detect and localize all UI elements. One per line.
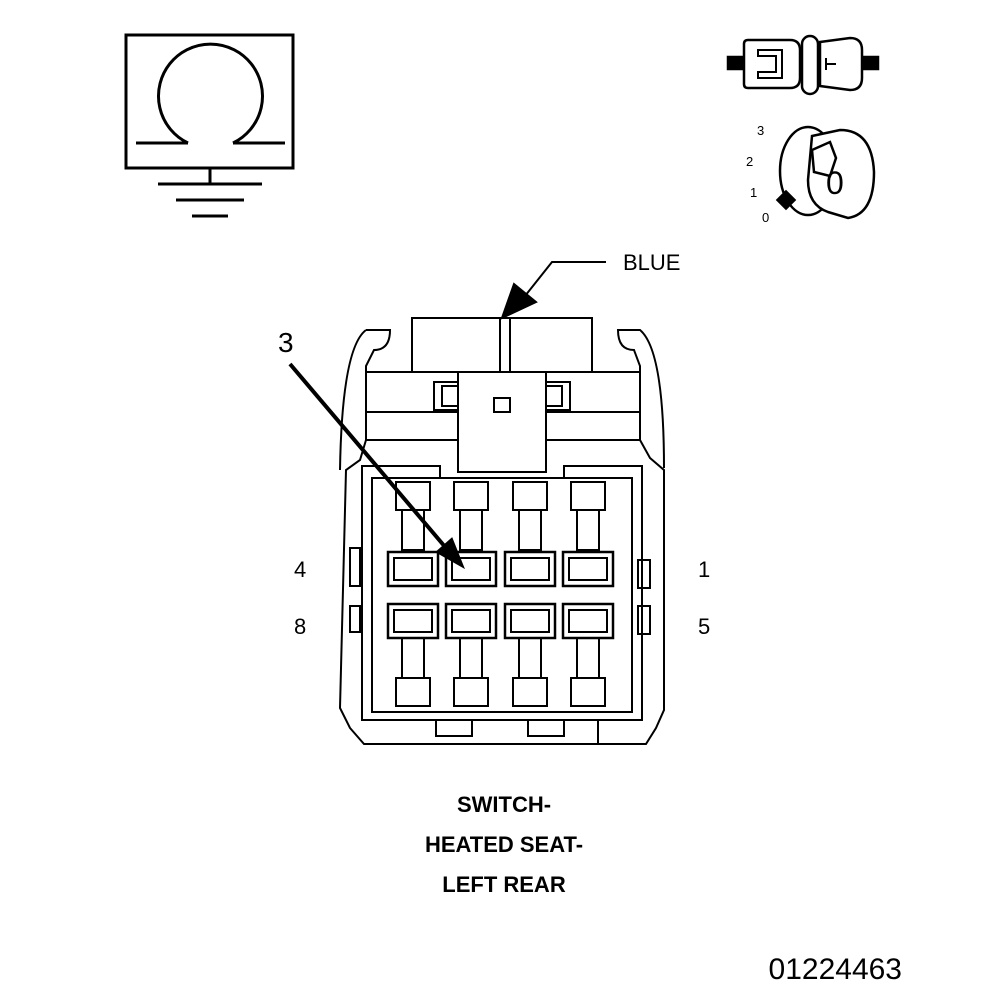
pin-label-8: 8 bbox=[294, 614, 306, 639]
terminal-cavity-inner-8 bbox=[393, 609, 433, 633]
pin-label-4: 4 bbox=[294, 557, 306, 582]
caption-line-2: HEATED SEAT- bbox=[424, 832, 584, 857]
connector-color-label: BLUE bbox=[623, 250, 680, 275]
terminal-cavities bbox=[386, 481, 615, 707]
connector-face bbox=[338, 317, 665, 745]
color-leader-arrow bbox=[500, 261, 606, 320]
rotary-switch-icon bbox=[775, 125, 876, 220]
pin-callout-arrow bbox=[288, 362, 465, 570]
switch-position-1: 1 bbox=[750, 185, 757, 200]
part-number: 01224463 bbox=[768, 953, 902, 986]
switch-position-0: 0 bbox=[762, 210, 769, 225]
terminal-cavity-inner-6 bbox=[510, 609, 550, 633]
switch-knob-label: 0 bbox=[826, 165, 844, 201]
terminal-cavity-inner-4 bbox=[393, 557, 433, 581]
caption-line-1: SWITCH- bbox=[456, 792, 552, 817]
terminal-cavity-inner-7 bbox=[451, 609, 491, 633]
pin-label-1: 1 bbox=[698, 557, 710, 582]
terminal-cavity-inner-1 bbox=[568, 557, 608, 581]
terminal-cavity-inner-5 bbox=[568, 609, 608, 633]
terminal-cavity-inner-2 bbox=[510, 557, 550, 581]
switch-position-2: 2 bbox=[746, 154, 753, 169]
ohm-ground-icon bbox=[124, 33, 295, 218]
switch-position-3: 3 bbox=[757, 123, 764, 138]
callout-pin-number: 3 bbox=[278, 327, 294, 358]
terminal-cavity-inner-3 bbox=[451, 557, 491, 581]
pin-label-5: 5 bbox=[698, 614, 710, 639]
connector-plug-icon bbox=[726, 34, 880, 96]
caption-line-3: LEFT REAR bbox=[442, 872, 566, 897]
